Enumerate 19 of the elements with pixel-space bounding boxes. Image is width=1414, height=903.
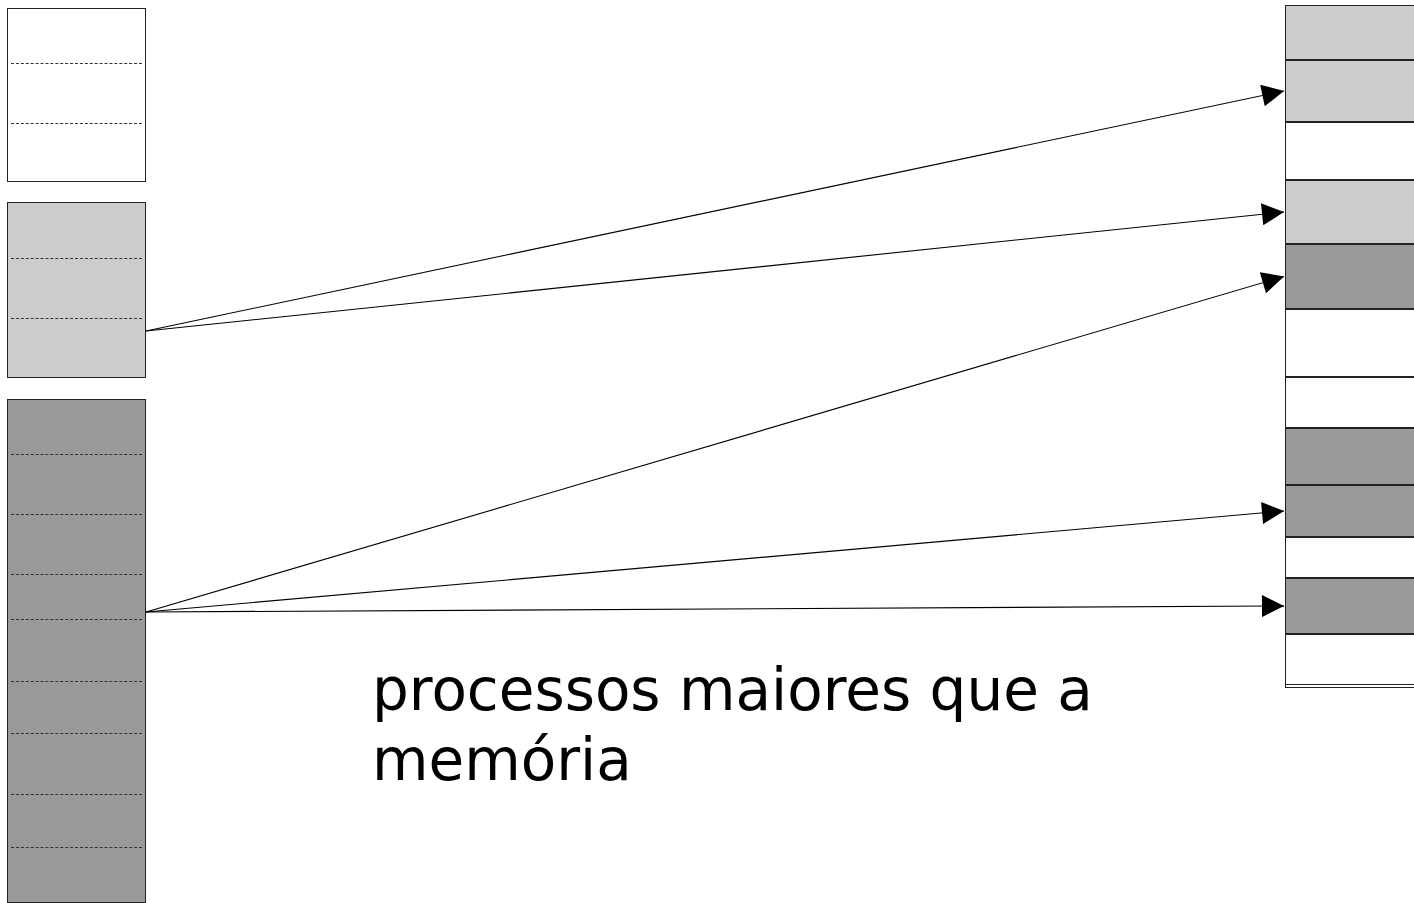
memory-frame xyxy=(1285,578,1414,634)
memory-frame xyxy=(1285,377,1414,428)
memory-frame xyxy=(1285,5,1414,60)
memory-frame xyxy=(1285,634,1414,685)
memory-frame xyxy=(1285,428,1414,485)
memory-frame xyxy=(1285,309,1414,377)
memory-frame xyxy=(1285,537,1414,578)
memory-frame xyxy=(1285,180,1414,244)
memory-frame xyxy=(1285,60,1414,122)
memory-frame xyxy=(1285,244,1414,309)
process-box xyxy=(7,399,146,903)
process-box xyxy=(7,8,146,182)
annotation-text: processos maiores que a memória xyxy=(372,655,1094,795)
arrow xyxy=(145,595,1285,618)
memory-column xyxy=(1285,5,1414,688)
arrow xyxy=(145,203,1285,332)
memory-frame xyxy=(1285,485,1414,537)
memory-frame xyxy=(1285,122,1414,180)
process-box xyxy=(7,202,146,378)
